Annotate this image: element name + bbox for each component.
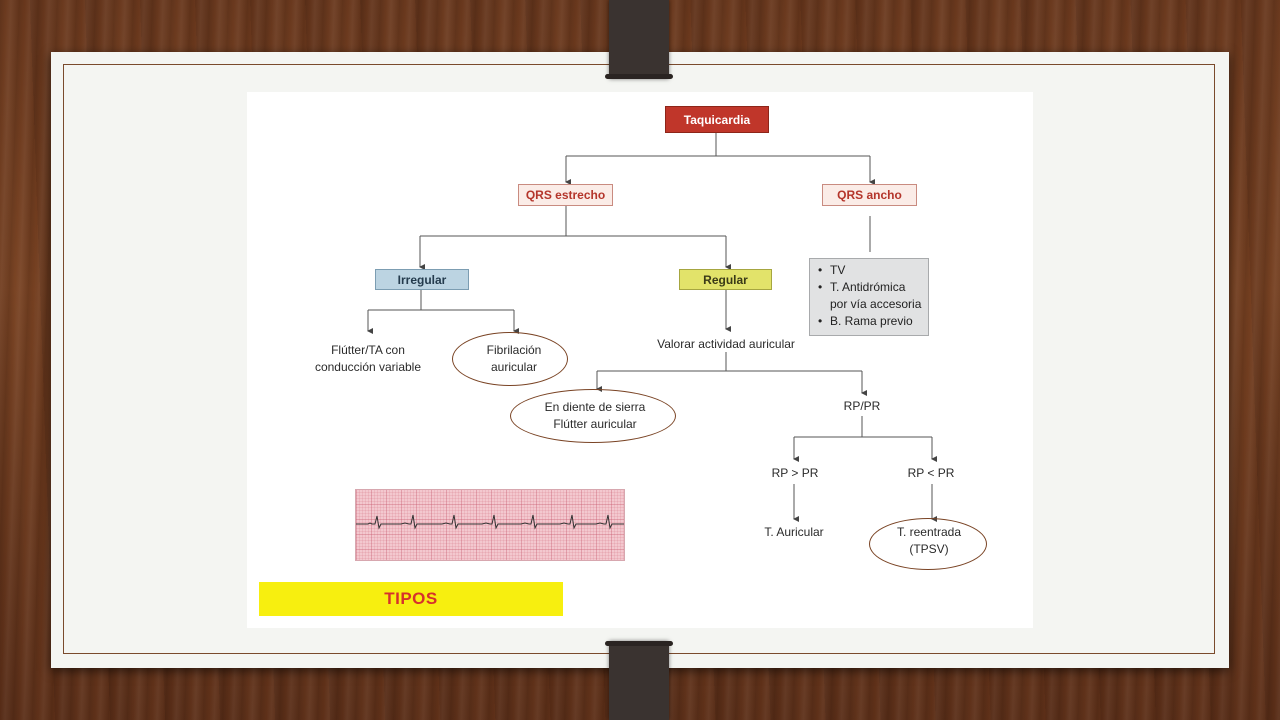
binder-clip-top — [605, 0, 673, 79]
ecg-trace — [356, 514, 624, 530]
list-item-rama: B. Rama previo — [818, 313, 924, 330]
node-t-reentrada-line1: T. reentrada — [896, 525, 962, 539]
node-qrs-estrecho: QRS estrecho — [518, 184, 613, 206]
ecg-strip — [355, 489, 625, 561]
node-valorar: Valorar actividad auricular — [657, 337, 795, 351]
highlight-oval-fibrilacion — [452, 332, 568, 386]
node-irregular: Irregular — [375, 269, 469, 290]
list-item-antidromica: T. Antidrómica — [818, 279, 924, 296]
node-rp-lt-pr: RP < PR — [907, 466, 955, 480]
node-rp-gt-pr: RP > PR — [771, 466, 819, 480]
binder-clip-bottom — [605, 641, 673, 720]
node-fibrilacion-line2: auricular — [490, 360, 538, 374]
node-diente-line1: En diente de sierra — [544, 400, 646, 414]
node-flutter-ta-line1: Flútter/TA con — [331, 343, 405, 357]
node-diente-sierra: En diente de sierra Flútter auricular — [522, 399, 668, 433]
node-flutter-ta: Flútter/TA con conducción variable — [300, 342, 436, 376]
node-diente-line2: Flútter auricular — [553, 417, 637, 431]
list-item-antidromica-cont: por vía accesoria — [830, 297, 922, 311]
node-fibrilacion: Fibrilación auricular — [466, 342, 562, 376]
node-qrs-ancho-list: TV T. Antidrómica por vía accesoria B. R… — [809, 258, 929, 336]
node-flutter-ta-line2: conducción variable — [314, 360, 422, 374]
node-qrs-ancho: QRS ancho — [822, 184, 917, 206]
node-t-reentrada: T. reentrada (TPSV) — [884, 524, 974, 558]
tipos-banner: TIPOS — [259, 582, 563, 616]
node-t-reentrada-line2: (TPSV) — [909, 542, 949, 556]
list-item-tv: TV — [818, 262, 924, 279]
scan-smudge — [592, 618, 702, 628]
node-taquicardia: Taquicardia — [665, 106, 769, 133]
node-regular: Regular — [679, 269, 772, 290]
highlight-oval-reentrada — [869, 518, 987, 570]
highlight-oval-diente — [510, 389, 676, 443]
node-t-auricular: T. Auricular — [764, 525, 824, 539]
node-fibrilacion-line1: Fibrilación — [486, 343, 542, 357]
node-rp-pr: RP/PR — [843, 399, 881, 413]
